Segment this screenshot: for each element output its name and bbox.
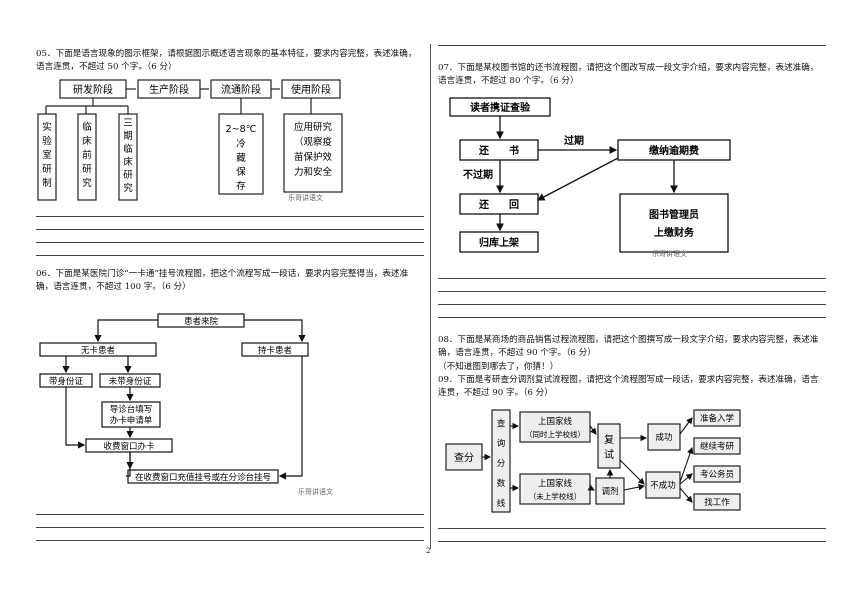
q06-box-guide-1: 导诊台填写	[110, 404, 153, 415]
q07-box-fine: 缴纳逾期费	[649, 144, 699, 157]
q05-storage-1: 2~8℃	[226, 124, 257, 135]
answer-line	[438, 45, 826, 46]
question-09-text: 09．下面是考研查分调剂复试流程图，请把这个流程图写成一段话，要求内容完整，表述…	[438, 375, 819, 399]
answer-line	[36, 216, 424, 217]
q05-lab-5: 制	[42, 177, 52, 189]
q05-applied-1: 应用研究	[294, 121, 333, 133]
q07-box-check: 读者携证查验	[470, 101, 531, 114]
q06-box-arrive: 患者来院	[184, 316, 219, 327]
answer-line	[438, 304, 826, 305]
q05-pre-1: 临	[82, 121, 92, 133]
q09-box-line2-a: 上国家线	[538, 478, 573, 489]
answer-line	[36, 242, 424, 243]
q05-p3-4: 床	[123, 156, 133, 168]
q09-box-job: 找工作	[704, 497, 730, 508]
q06-box-cashier: 收费窗口办卡	[103, 441, 155, 452]
q05-lab-4: 研	[42, 164, 52, 175]
answer-line	[438, 528, 826, 529]
column-divider	[430, 44, 431, 549]
q07-box-return: 还 书	[478, 144, 519, 157]
q05-storage-2: 冷	[236, 138, 246, 150]
q05-pre-3: 前	[82, 149, 92, 161]
q05-box-usage: 使用阶段	[291, 83, 331, 96]
q09-box-civil: 考公务员	[700, 469, 734, 480]
q05-p3-1: 三	[123, 118, 133, 129]
q06-box-guide-2: 办卡申请单	[110, 415, 153, 426]
q07-watermark: 乐哥讲语文	[652, 249, 687, 258]
q05-applied-3: 苗保护效	[294, 151, 333, 163]
answer-line	[438, 291, 826, 292]
q07-box-admin-1: 图书管理员	[649, 208, 699, 221]
q09-box-line2-b: （未上学校线）	[529, 491, 582, 501]
q09-query-4: 数	[497, 478, 506, 489]
q05-diagram: 研发阶段 生产阶段 流通阶段 使用阶段 实 验 室 研 制 临 床 前 研 究 …	[37, 79, 343, 202]
q05-lab-1: 实	[42, 121, 52, 133]
q05-box-circulation: 流通阶段	[221, 83, 261, 96]
q09-box-enroll: 准备入学	[700, 413, 735, 424]
q05-storage-4: 保	[236, 166, 246, 178]
answer-line	[438, 317, 826, 318]
q05-pre-4: 研	[82, 164, 92, 175]
page-number: 2	[426, 547, 431, 555]
question-05-text: 05．下面是语言现象的图示框架，请根据图示概述语言现象的基本特征，要求内容完整，…	[36, 49, 417, 73]
q05-lab-3: 室	[42, 149, 52, 161]
q09-query-3: 分	[497, 459, 506, 469]
q06-box-register: 在收费窗口充值挂号或在分诊台挂号	[135, 472, 271, 483]
q05-applied-4: 力和安全	[294, 166, 333, 178]
answer-line	[36, 540, 424, 541]
q09-box-adjust: 调剂	[601, 486, 618, 497]
q07-box-shelve: 归库上架	[479, 236, 519, 249]
answer-line	[36, 229, 424, 230]
q09-box-line1-a: 上国家线	[538, 416, 573, 427]
q05-p3-2: 期	[123, 131, 133, 142]
q05-lab-2: 验	[42, 135, 52, 147]
q09-retest-2: 试	[604, 448, 614, 461]
q09-query-2: 询	[497, 438, 506, 449]
q05-box-production: 生产阶段	[149, 83, 189, 96]
q05-storage-5: 存	[236, 180, 246, 192]
question-08-note: （不知道图到哪去了，你猜！）	[438, 362, 559, 372]
q05-p3-6: 究	[123, 182, 133, 194]
answer-line	[36, 255, 424, 256]
answer-line	[36, 527, 424, 528]
answer-line	[36, 514, 424, 515]
q06-box-nocard: 无卡患者	[81, 345, 116, 356]
q06-box-id-yes: 带身份证	[49, 376, 84, 387]
q06-diagram: 患者来院 无卡患者 持卡患者 带身份证 未带身份证 导诊台填写 办卡申请单 收费…	[39, 313, 333, 496]
q05-applied-2: （观察疫	[294, 136, 333, 148]
q06-box-id-no: 未带身份证	[109, 376, 152, 387]
q07-box-admin-2: 上缴财务	[654, 226, 695, 239]
q07-label-overdue: 过期	[564, 134, 584, 147]
question-07-text: 07．下面是某校图书馆的还书流程图，请把这个图改写成一段文字介绍，要求内容完整，…	[438, 63, 819, 87]
q09-box-line1-b: （同时上学校线）	[525, 429, 585, 439]
q09-query-1: 查	[497, 418, 506, 429]
q07-diagram: 读者携证查验 还 书 过期 缴纳逾期费 不过期 还 回 归库上架 图书管理员 上…	[449, 97, 731, 258]
q05-storage-3: 藏	[236, 152, 246, 164]
q05-watermark: 乐哥讲语文	[288, 193, 323, 202]
q07-box-give-back: 还 回	[478, 198, 519, 211]
q05-pre-5: 究	[82, 177, 92, 189]
q09-box-continue: 继续考研	[700, 441, 735, 452]
q05-box-research: 研发阶段	[73, 83, 113, 96]
q05-pre-2: 床	[82, 135, 92, 147]
answer-line	[438, 278, 826, 279]
q06-box-withcard: 持卡患者	[258, 345, 293, 356]
question-08-text: 08．下面是某商场的商品销售过程流程图，请把这个图撰写成一段文字介绍，要求内容完…	[438, 335, 819, 359]
q09-box-score: 查分	[454, 451, 474, 464]
q09-box-fail: 不成功	[650, 480, 676, 491]
q09-box-success: 成功	[655, 432, 672, 443]
q05-p3-5: 研	[123, 170, 133, 181]
q09-query-5: 线	[497, 498, 506, 509]
question-06-text: 06．下面是某医院门诊“一卡通”挂号流程图，把这个流程写成一段话，要求内容完整得…	[36, 269, 409, 293]
q07-label-not-overdue: 不过期	[463, 168, 493, 181]
q06-watermark: 乐哥讲语文	[298, 487, 333, 496]
answer-line	[438, 541, 826, 542]
q09-diagram: 查分 查 询 分 数 线 上国家线 （同时上学校线） 上国家线 （未上学校线） …	[445, 409, 741, 513]
q09-retest-1: 复	[604, 433, 614, 446]
q05-p3-3: 临	[123, 143, 133, 155]
